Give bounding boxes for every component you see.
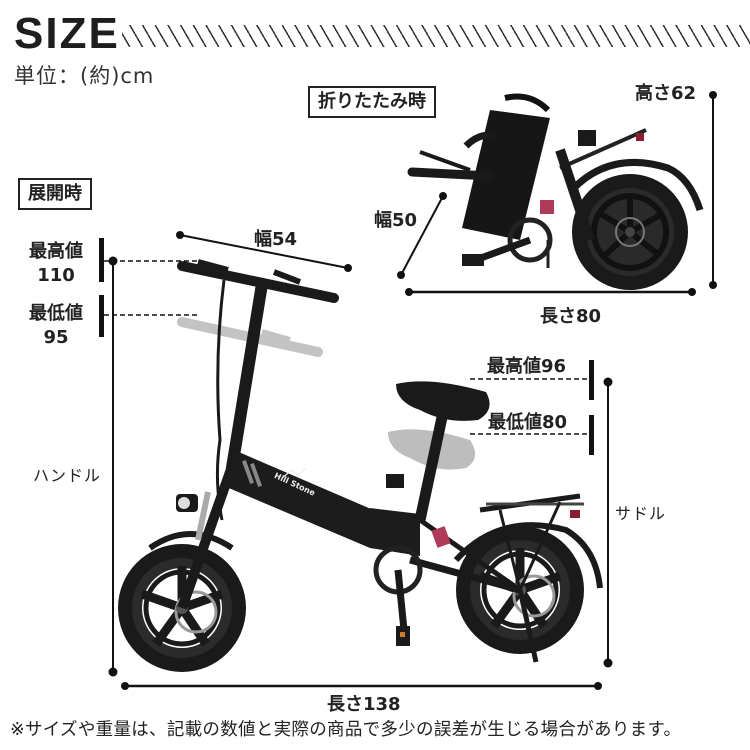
unit-label: 単位：(約)cm: [14, 64, 155, 88]
folded-width-dimension: [397, 192, 447, 279]
folded-height-label: 高さ62: [635, 83, 697, 104]
handle-max-block: 最高値 110: [20, 240, 92, 288]
page-title: SIZE: [14, 9, 120, 58]
unfolded-section-label: 展開時: [18, 178, 92, 210]
saddle-min-label: 最低値80: [488, 412, 568, 433]
footnote-disclaimer: ※サイズや重量は、記載の数値と実際の商品で多少の誤差が生じる場合があります。: [10, 720, 682, 740]
title-hatch-divider: [122, 25, 750, 47]
saddle-axis-label: サドル: [615, 504, 667, 523]
folded-height-dimension: [709, 91, 717, 289]
unfolded-length-dimension: [121, 682, 602, 690]
handle-min-value: 95: [43, 327, 69, 348]
unfolded-length-label: 長さ138: [327, 694, 401, 715]
handle-height-dimension: [99, 238, 200, 677]
unfolded-width-label: 幅54: [254, 229, 298, 250]
handle-max-value: 110: [37, 265, 75, 286]
folded-width-label: 幅50: [374, 210, 418, 231]
handle-min-label: 最低値: [29, 303, 83, 324]
folded-bike-image: [407, 93, 704, 290]
handle-min-block: 最低値 95: [20, 302, 92, 350]
folded-length-dimension: [405, 288, 696, 296]
handle-max-label: 最高値: [29, 241, 83, 262]
saddle-height-dimension: [470, 360, 613, 668]
folded-length-label: 長さ80: [540, 306, 602, 327]
unfolded-bike-image: Hill Stone: [118, 259, 603, 672]
folded-section-label: 折りたたみ時: [308, 86, 436, 118]
unfolded-width-dimension: [176, 231, 352, 272]
saddle-max-label: 最高値96: [487, 356, 567, 377]
handle-axis-label: ハンドル: [33, 466, 102, 485]
